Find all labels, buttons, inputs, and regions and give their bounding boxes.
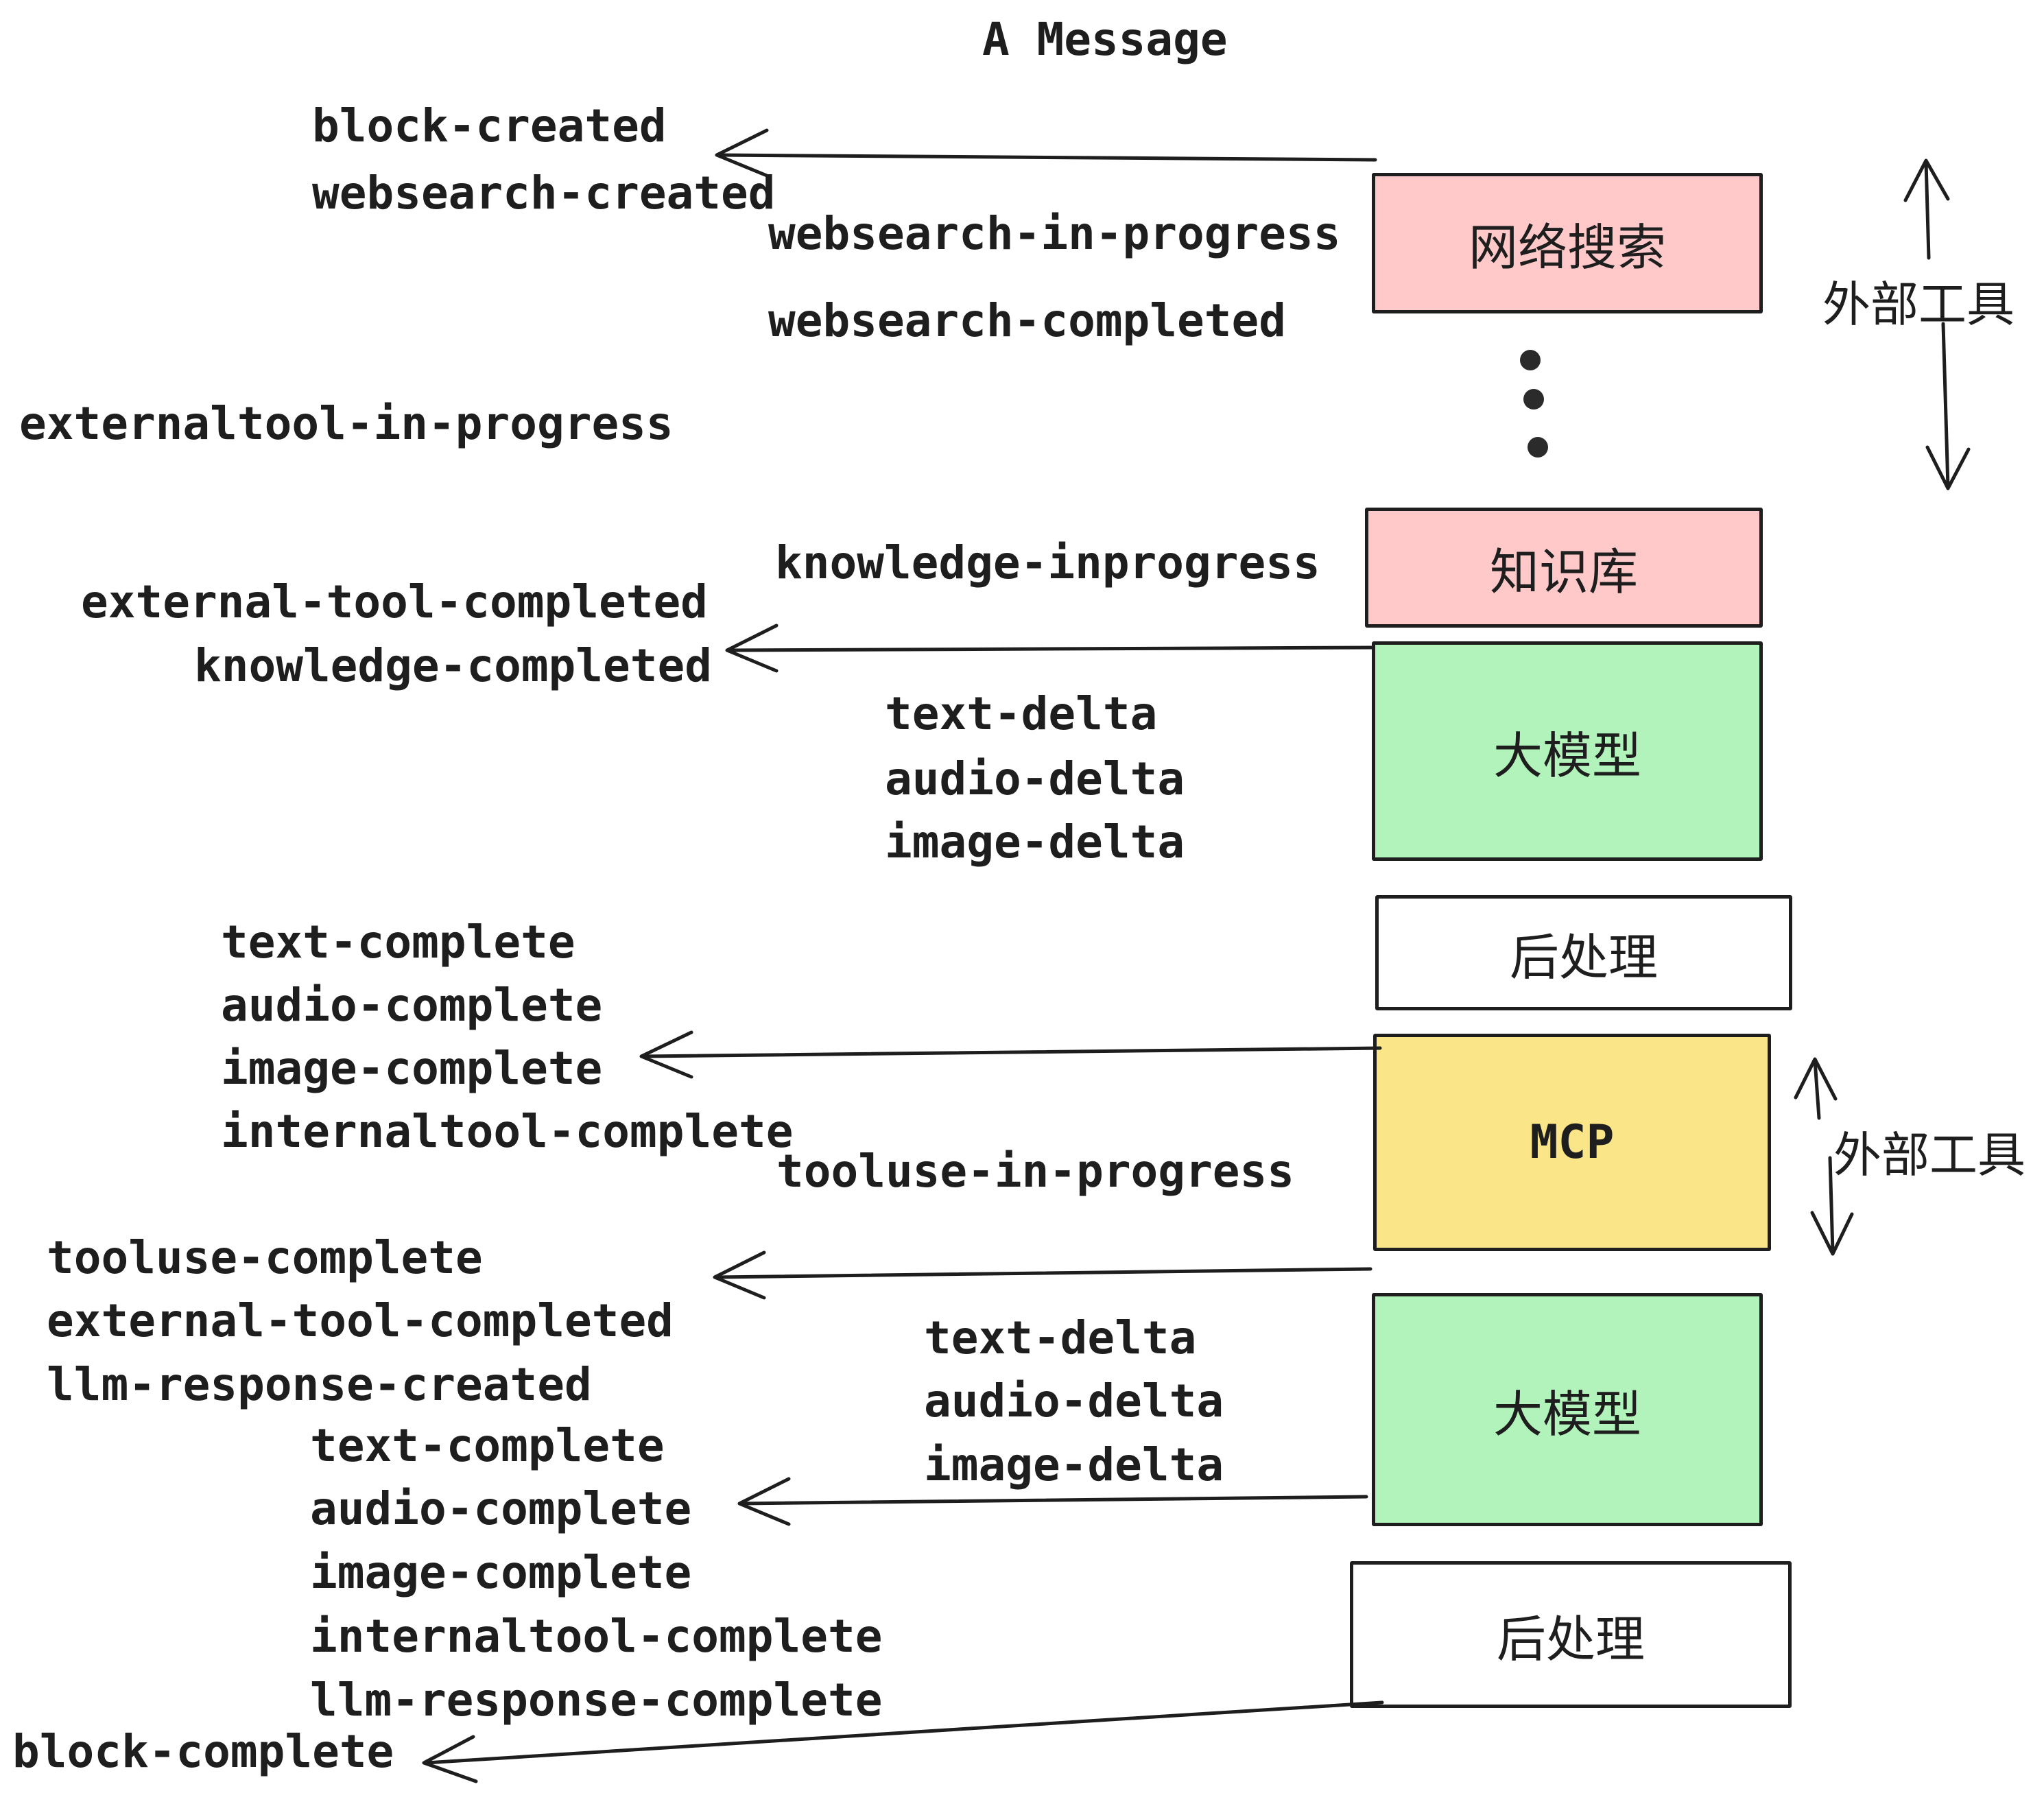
box-websearch-label: 网络搜索 [1468, 219, 1666, 276]
event-label-audio-complete-1: audio-complete [221, 979, 603, 1032]
event-label-block-created: block-created [312, 99, 667, 152]
event-label-image-delta-2: image-delta [924, 1438, 1224, 1491]
arrow-to-knowledge-completed [725, 624, 1374, 673]
box-mcp: MCP [1373, 1034, 1771, 1251]
event-label-image-delta-1: image-delta [885, 816, 1185, 868]
box-llm-1: 大模型 [1372, 641, 1763, 861]
arrow-to-tooluse-complete [713, 1250, 1372, 1300]
diagram-title: A Message [982, 13, 1228, 66]
event-label-audio-complete-2: audio-complete [310, 1482, 692, 1535]
box-postprocess-1: 后处理 [1375, 895, 1792, 1010]
side-label-external-tools-1: 外部工具 [1822, 276, 2015, 333]
event-label-text-delta-2: text-delta [924, 1312, 1197, 1364]
ellipsis-dot-2 [1523, 389, 1544, 410]
box-llm-2-label: 大模型 [1493, 1385, 1641, 1443]
event-label-external-tool-completed-2: external-tool-completed [47, 1294, 674, 1347]
event-label-knowledge-completed: knowledge-completed [194, 639, 712, 692]
event-label-tooluse-complete: tooluse-complete [47, 1231, 483, 1284]
event-label-external-tool-completed: external-tool-completed [81, 575, 708, 628]
event-label-llm-response-complete: llm-response-complete [310, 1674, 883, 1726]
event-label-text-delta-1: text-delta [885, 687, 1158, 740]
arrow-external-tools-up-1 [1903, 158, 1950, 260]
arrow-to-websearch-created [715, 128, 1377, 178]
arrow-external-tools-up-2 [1794, 1057, 1838, 1120]
box-postprocess-2-label: 后处理 [1496, 1610, 1645, 1668]
arrow-external-tools-down-1 [1925, 322, 1971, 490]
event-label-llm-response-created: llm-response-created [47, 1358, 592, 1411]
box-postprocess-2: 后处理 [1350, 1561, 1792, 1708]
event-label-knowledge-inprogress: knowledge-inprogress [775, 536, 1320, 589]
event-label-image-complete-2: image-complete [310, 1546, 692, 1599]
event-label-text-complete-2: text-complete [310, 1419, 665, 1472]
event-label-websearch-completed: websearch-completed [768, 294, 1286, 347]
event-label-audio-delta-2: audio-delta [924, 1375, 1224, 1427]
event-label-tooluse-in-progress: tooluse-in-progress [776, 1145, 1294, 1198]
box-llm-1-label: 大模型 [1493, 726, 1641, 785]
box-websearch: 网络搜索 [1372, 173, 1763, 313]
event-label-externaltool-in-progress: externaltool-in-progress [19, 397, 674, 450]
ellipsis-dot-3 [1528, 437, 1548, 458]
event-label-image-complete-1: image-complete [221, 1042, 603, 1095]
event-label-audio-delta-1: audio-delta [885, 752, 1185, 805]
event-label-internaltool-complete-1: internaltool-complete [221, 1105, 794, 1158]
event-label-text-complete-1: text-complete [221, 916, 575, 969]
event-label-websearch-created: websearch-created [312, 167, 776, 219]
box-llm-2: 大模型 [1372, 1293, 1763, 1526]
event-label-internaltool-complete-2: internaltool-complete [310, 1610, 883, 1663]
box-postprocess-1-label: 后处理 [1509, 928, 1658, 986]
box-mcp-label: MCP [1530, 1115, 1615, 1170]
side-label-external-tools-2: 外部工具 [1833, 1127, 2025, 1183]
ellipsis-dot-1 [1520, 350, 1541, 370]
arrow-to-image-complete [639, 1030, 1382, 1079]
box-knowledge-label: 知识库 [1489, 543, 1638, 601]
event-label-block-complete: block-complete [12, 1725, 394, 1778]
event-label-websearch-in-progress: websearch-in-progress [768, 207, 1341, 260]
box-knowledge: 知识库 [1365, 508, 1763, 628]
